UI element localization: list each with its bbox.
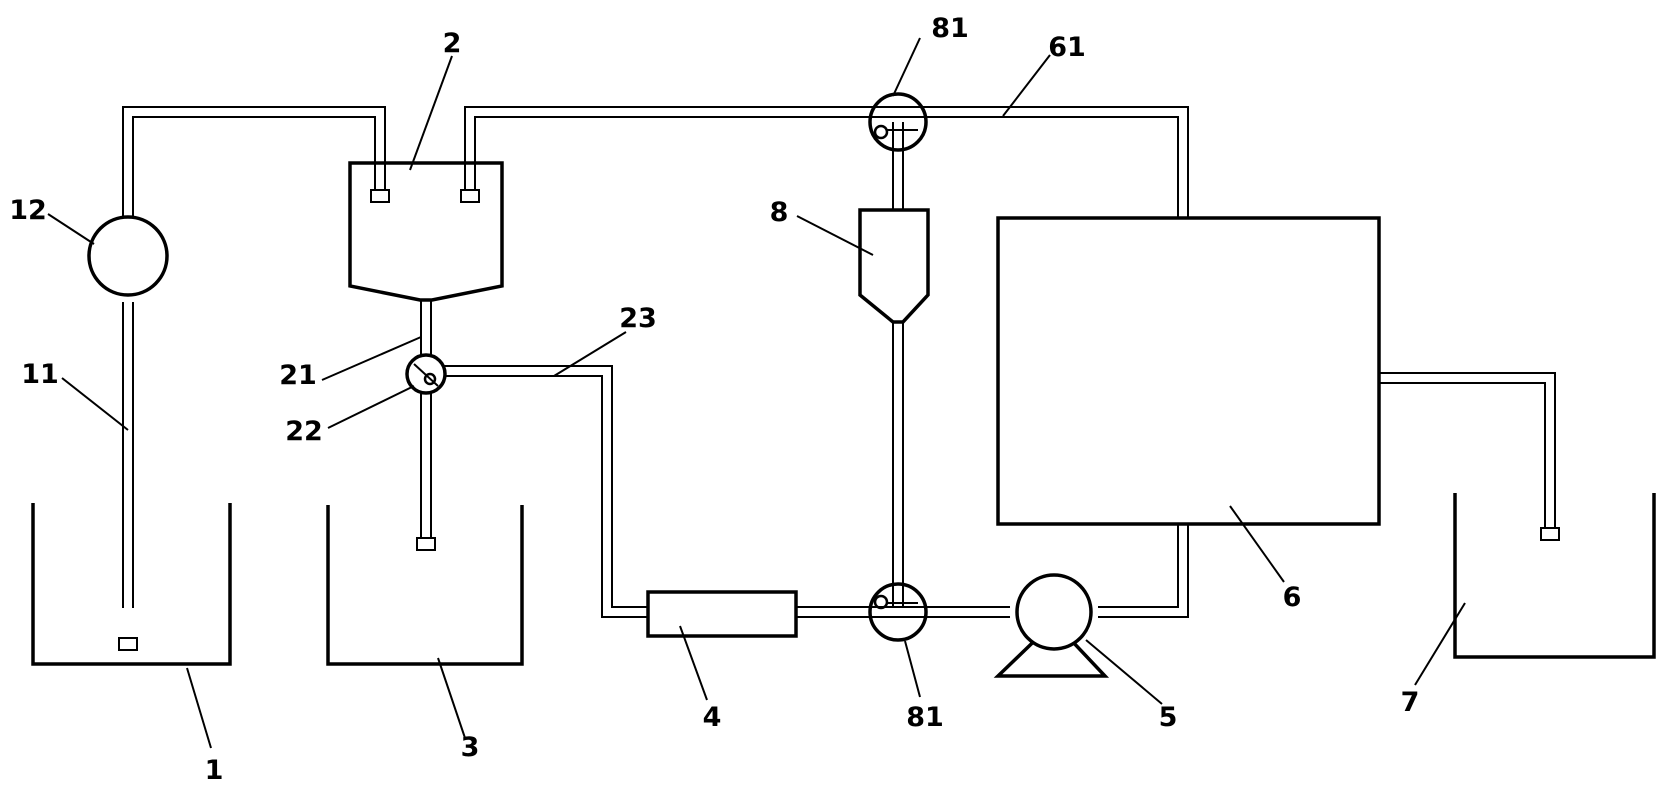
label-81-top: 81	[931, 13, 969, 44]
label-2: 2	[443, 28, 462, 59]
nozzle-tank-2-left	[370, 189, 390, 203]
tank-6	[996, 216, 1381, 526]
valve-81-bottom	[868, 582, 928, 642]
pump-5	[993, 573, 1110, 678]
label-7: 7	[1401, 687, 1420, 718]
label-5: 5	[1159, 702, 1178, 733]
unit-4	[646, 590, 798, 638]
tank-1	[31, 503, 232, 666]
pump-12	[87, 215, 169, 297]
nozzle-tank-7	[1540, 527, 1560, 541]
labels: 12 11 1 2 21 22 3 23 4 81 61 8 81 5 6 7	[9, 13, 1419, 786]
nozzle-tank-1	[118, 637, 138, 651]
label-8: 8	[770, 197, 789, 228]
pipe-main-bottom	[796, 524, 1189, 618]
label-4: 4	[703, 702, 722, 733]
nozzle-tank-3	[416, 537, 436, 551]
vessel-8	[858, 208, 930, 324]
tank-7	[1453, 493, 1656, 659]
pipe-23	[444, 365, 648, 618]
pipe-61	[464, 106, 1189, 218]
label-3: 3	[461, 732, 480, 763]
label-81-bottom: 81	[906, 702, 944, 733]
label-22: 22	[285, 416, 323, 447]
label-6: 6	[1283, 582, 1302, 613]
label-21: 21	[279, 360, 317, 391]
nozzle-tank-2-right	[460, 189, 480, 203]
pipe-11	[122, 106, 386, 608]
label-12: 12	[9, 195, 47, 226]
pipe-21	[420, 300, 432, 538]
valve-81-top	[868, 92, 928, 152]
pipe-vertical-8	[892, 140, 904, 592]
tank-3	[326, 505, 524, 666]
label-1: 1	[205, 755, 224, 786]
label-61: 61	[1048, 32, 1086, 63]
label-11: 11	[21, 359, 59, 390]
leader-lines	[47, 37, 1466, 749]
tank-2	[348, 161, 504, 302]
valve-22	[405, 353, 447, 395]
pipe-outlet-7	[1375, 372, 1556, 536]
label-23: 23	[619, 303, 657, 334]
